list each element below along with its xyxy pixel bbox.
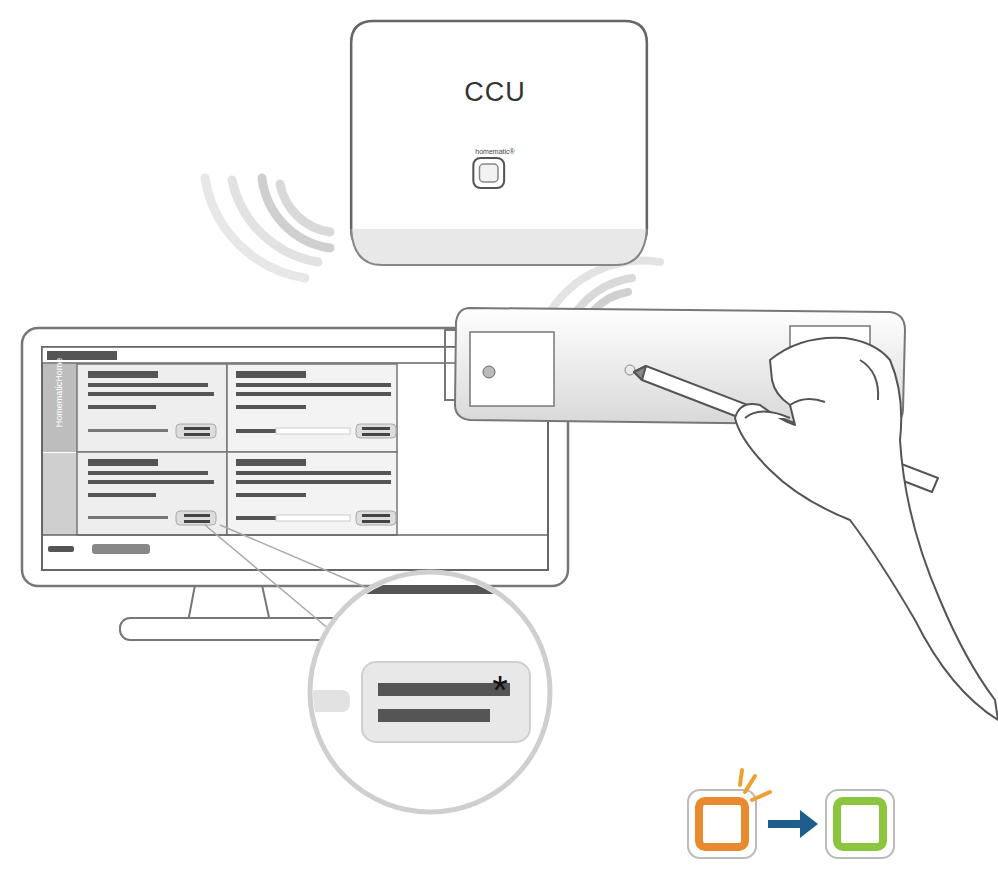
zoom-circle [300, 572, 560, 812]
sidebar-title: HomematicHome [56, 357, 65, 427]
monitor [22, 328, 568, 640]
led-status [688, 770, 894, 858]
hand-with-pen [634, 338, 998, 720]
device-name: CCU [345, 77, 645, 108]
ccu-housing: CCU homematic® [345, 15, 653, 270]
radio-waves [205, 178, 330, 278]
brand-logo: homematic® [345, 148, 645, 155]
ccu-outline [345, 15, 653, 270]
asterisk-mark: * [492, 670, 508, 710]
